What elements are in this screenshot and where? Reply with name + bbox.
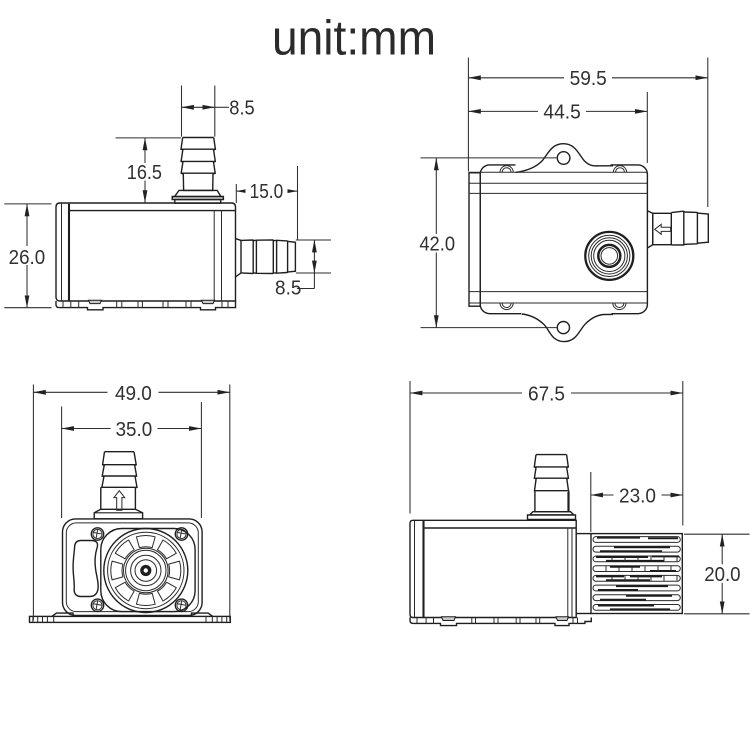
svg-text:20.0: 20.0 <box>704 563 740 586</box>
svg-text:23.0: 23.0 <box>619 485 656 508</box>
svg-text:44.5: 44.5 <box>543 101 580 124</box>
svg-text:49.0: 49.0 <box>115 382 152 405</box>
svg-text:unit:mm: unit:mm <box>272 11 436 66</box>
svg-text:8.5: 8.5 <box>275 277 301 300</box>
svg-text:15.0: 15.0 <box>250 180 284 203</box>
svg-text:59.5: 59.5 <box>570 67 607 90</box>
svg-text:16.5: 16.5 <box>127 161 162 184</box>
svg-text:35.0: 35.0 <box>116 418 153 441</box>
svg-text:42.0: 42.0 <box>419 232 455 255</box>
svg-text:67.5: 67.5 <box>528 382 565 405</box>
svg-text:26.0: 26.0 <box>9 246 46 269</box>
svg-text:8.5: 8.5 <box>229 96 254 119</box>
